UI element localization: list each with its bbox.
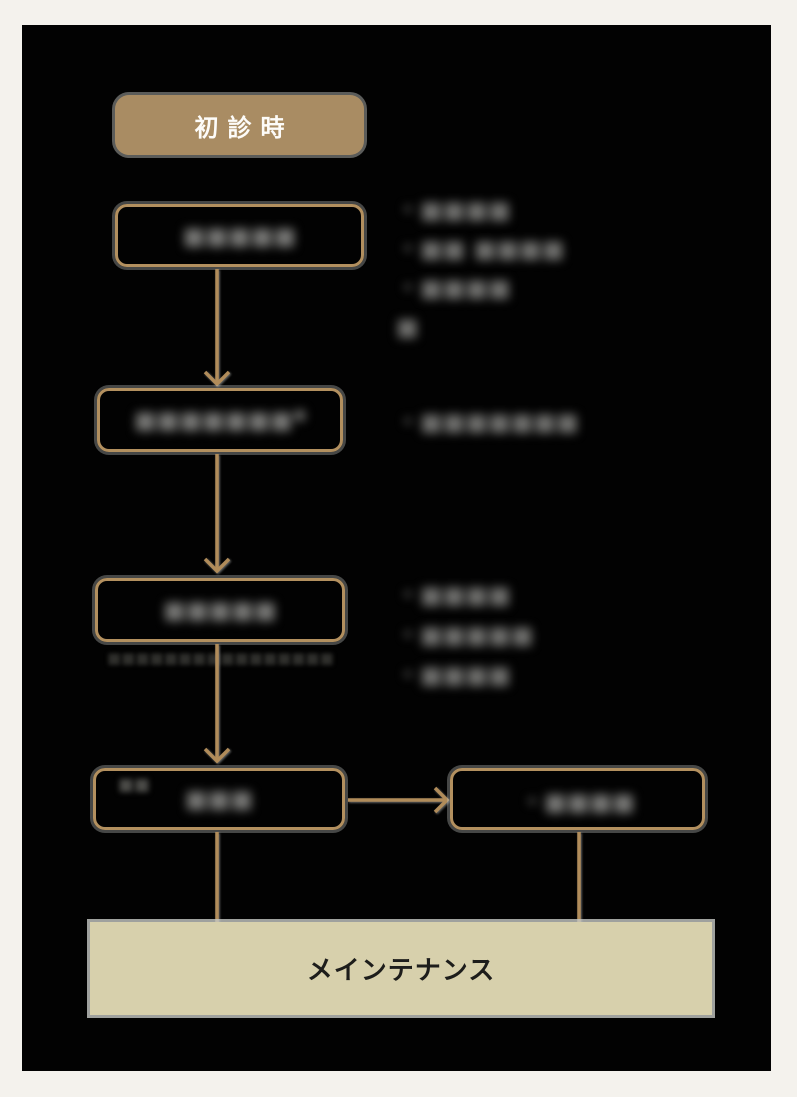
- step-4-label-redacted: ■■■: [184, 785, 254, 813]
- step-box-3: ■■■■■: [95, 578, 345, 642]
- arrow-down-icon: [203, 644, 231, 764]
- step-box-2: ■■■■■■■■: [97, 388, 343, 452]
- note-line-redacted: ・■■■■: [396, 661, 511, 689]
- maintenance-label: メインテナンス: [306, 956, 496, 986]
- note-line-redacted: ・■■■■: [396, 581, 511, 609]
- step-5-label-redacted: ・■■■■: [520, 787, 635, 816]
- flowchart-panel: 初診時 ■■■■■ ・■■■■ ・■■ ■■■■ ・■■■■ ■ ■■■■■■■…: [22, 25, 771, 1071]
- initial-visit-label: 初診時: [194, 113, 294, 142]
- initial-visit-badge: 初診時: [115, 95, 364, 155]
- note-line-redacted: ・■■■■: [396, 196, 511, 224]
- step-3-notes: ・■■■■ ・■■■■■ ・■■■■: [396, 575, 533, 695]
- arrow-right-icon: [348, 786, 450, 814]
- step-3-caption-redacted: ■■■■■■■■■■■■■■■■: [107, 649, 334, 667]
- step-2-superscript-redacted: ■: [293, 408, 307, 423]
- step-4-sublabel-redacted: ■■: [118, 775, 151, 795]
- note-line-redacted: ・■■■■■■■: [396, 408, 579, 436]
- note-line-redacted: ■: [396, 313, 419, 341]
- arrow-down-icon: [203, 269, 231, 387]
- step-2-notes: ・■■■■■■■: [396, 403, 579, 442]
- step-1-label-redacted: ■■■■■: [182, 221, 297, 250]
- step-3-label-redacted: ■■■■■: [163, 596, 277, 624]
- step-1-notes: ・■■■■ ・■■ ■■■■ ・■■■■ ■: [396, 191, 564, 347]
- maintenance-bar: メインテナンス: [90, 922, 712, 1015]
- step-box-1: ■■■■■: [115, 204, 364, 267]
- step-box-4: ■■ ■■■: [93, 768, 345, 830]
- note-line-redacted: ・■■ ■■■■: [396, 235, 565, 263]
- step-2-label-redacted: ■■■■■■■■: [133, 406, 307, 434]
- note-line-redacted: ・■■■■: [396, 274, 511, 302]
- note-line-redacted: ・■■■■■: [396, 621, 534, 649]
- step-box-5: ・■■■■: [450, 768, 705, 830]
- arrow-down-icon: [203, 454, 231, 574]
